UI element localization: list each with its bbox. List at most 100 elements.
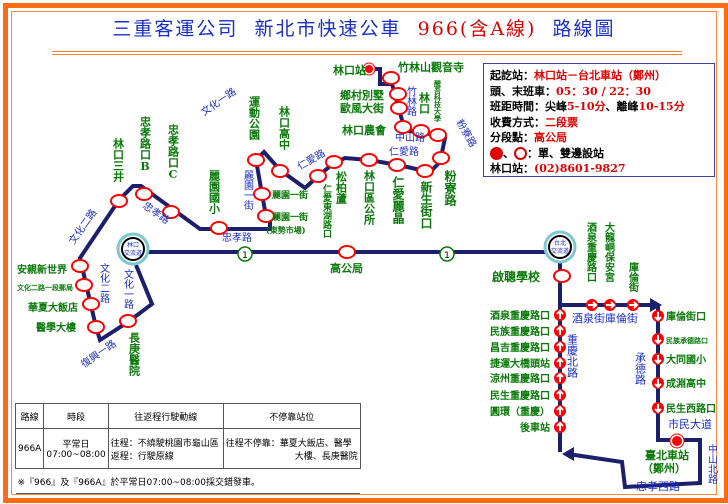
freeway-shield-icon: 1: [439, 246, 455, 262]
page-title: 三重客運公司 新北市快速公車 966(含A線) 路線圖: [0, 14, 728, 41]
linkou-interchange[interactable]: 林口 交流道: [116, 232, 150, 266]
one-way-stations-east: [586, 299, 639, 311]
station-marker[interactable]: [432, 151, 450, 165]
arrow-up-station-icon[interactable]: [554, 309, 566, 321]
arrow-up-station-icon[interactable]: [554, 421, 566, 433]
station-marker[interactable]: [360, 153, 378, 167]
arrow-up-station-icon[interactable]: [554, 341, 566, 353]
station-marker[interactable]: [394, 120, 412, 134]
station-label: 民族重慶路口: [490, 325, 550, 338]
station-marker[interactable]: [257, 209, 275, 223]
one-way-stop-icon: [490, 147, 503, 160]
station-marker[interactable]: [253, 187, 271, 201]
station-marker[interactable]: [87, 320, 105, 334]
station-marker[interactable]: [110, 194, 128, 208]
legend-row: 、：單、雙邊設站: [490, 146, 714, 162]
station-marker[interactable]: [416, 164, 434, 178]
station-labels: 林口站 竹林山觀音寺 鄉村別墅 歐風大街 林口農會 林口 醒吾科技大學 粉寮路 …: [17, 60, 716, 475]
station-label: 庫倫街: [627, 261, 640, 293]
station-label: 林口農會: [342, 123, 387, 137]
station-label: （鄭州）: [642, 461, 686, 475]
road-label: 文化二路: [66, 206, 100, 246]
station-label: 仁愛東湖路口: [321, 183, 332, 239]
road-label: 文化一路: [198, 85, 238, 119]
arrow-down-station-icon[interactable]: [652, 310, 664, 322]
interchange-label: 交流道: [551, 247, 569, 255]
svg-text:1: 1: [242, 251, 248, 261]
arrow-right-station-icon[interactable]: [627, 299, 639, 311]
station-marker[interactable]: [135, 187, 153, 201]
terminals-row: 起訖站：林口站－台北車站（鄭州）: [490, 69, 666, 82]
station-marker[interactable]: [119, 314, 137, 328]
road-label: 復興一路: [78, 337, 118, 371]
station-marker[interactable]: [553, 269, 571, 283]
station-label: 仁愛麗晶: [391, 175, 405, 225]
arrow-right-station-icon[interactable]: [586, 299, 598, 311]
inner-border: [11, 11, 717, 495]
svg-text:1: 1: [444, 251, 450, 261]
station-label: 酒泉重慶路口: [490, 309, 550, 322]
station-marker[interactable]: [412, 124, 430, 138]
road-label: 市民大道: [668, 417, 712, 431]
station-marker[interactable]: [309, 169, 327, 183]
road-label: 粉寮路: [453, 117, 479, 149]
road-label: 仁愛路: [295, 146, 327, 172]
station-marker[interactable]: [389, 87, 407, 101]
station-label: 圓環（重慶）: [490, 405, 550, 418]
arrow-up-station-icon[interactable]: [554, 325, 566, 337]
station-marker[interactable]: [71, 259, 89, 273]
road-label: 酒泉街庫倫街: [572, 311, 638, 325]
station-marker[interactable]: [382, 71, 400, 85]
station-marker[interactable]: [388, 158, 406, 172]
station-label: 大龍峒保安宮: [603, 221, 616, 283]
station-label: 林口區公所: [363, 169, 376, 226]
station-marker[interactable]: [338, 245, 356, 259]
direction-arrow-icon: [650, 298, 662, 312]
taipei-terminal-marker[interactable]: [669, 433, 685, 449]
route-info-box: 起訖站：林口站－台北車站（鄭州） 頭、末班車：05：30 / 22：30 班距時…: [483, 63, 715, 177]
arrow-down-station-icon[interactable]: [652, 333, 664, 345]
station-label: 鄉村別墅: [340, 88, 384, 102]
station-marker[interactable]: [271, 164, 289, 178]
station-marker[interactable]: [429, 128, 447, 142]
station-marker[interactable]: [325, 155, 343, 169]
station-marker[interactable]: [390, 101, 408, 115]
arrow-down-station-icon[interactable]: [652, 353, 664, 365]
road-label: 承德路: [634, 352, 647, 386]
direction-arrow-icon: [562, 447, 574, 461]
road-label: 文化一路: [122, 268, 134, 310]
station-marker[interactable]: [210, 221, 228, 235]
taipei-interchange[interactable]: 台北 交流道: [543, 230, 577, 264]
station-label: 運動公園: [248, 96, 261, 141]
station-label: 忠孝路口C: [167, 123, 181, 181]
station-label: (東勢市場): [266, 225, 306, 235]
station-marker[interactable]: [82, 297, 100, 311]
station-label: 林口站: [333, 63, 366, 77]
station-label: 捷運大橋頭站: [490, 357, 550, 370]
station-markers: [71, 71, 571, 334]
arrow-up-station-icon[interactable]: [554, 389, 566, 401]
arrow-right-station-icon[interactable]: [604, 299, 616, 311]
table-note-row: ※『966』及『966A』於平常日07:00~08:00採交錯發車。: [15, 468, 361, 494]
station-marker[interactable]: [247, 153, 265, 167]
arrow-up-station-icon[interactable]: [554, 357, 566, 369]
linkou-terminal-marker[interactable]: [362, 62, 376, 76]
interchange-label: 交流道: [124, 249, 142, 257]
arrow-up-station-icon[interactable]: [554, 405, 566, 417]
station-label: 竹林山觀音寺: [397, 60, 464, 74]
station-label: 林口: [418, 91, 431, 115]
station-marker[interactable]: [75, 278, 93, 292]
road-label: 文化二路: [98, 262, 110, 304]
arrow-down-station-icon[interactable]: [652, 377, 664, 389]
station-label: 庫倫街口: [666, 310, 706, 323]
title-rule: [52, 54, 682, 55]
station-label: 涼州重慶路口: [490, 372, 550, 385]
route-line-chengde: [567, 305, 702, 490]
station-marker[interactable]: [162, 205, 180, 219]
station-label: 文化二路一段郵局: [17, 283, 73, 292]
station-label: 林口高中: [278, 105, 291, 151]
arrow-down-station-icon[interactable]: [652, 402, 664, 414]
arrow-up-station-icon[interactable]: [554, 372, 566, 384]
